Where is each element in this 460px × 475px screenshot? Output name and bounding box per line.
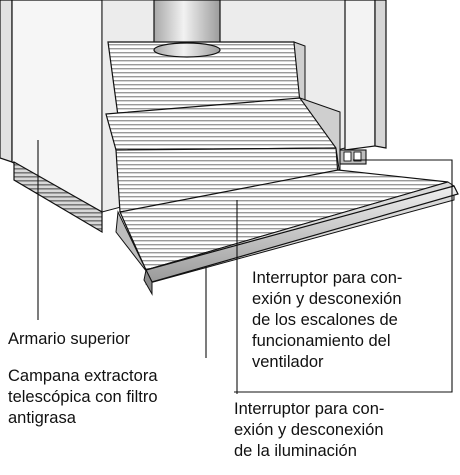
cabinet-left-side [0, 0, 103, 234]
label-line: Armario superior [8, 330, 130, 348]
label-line: Campana extractora [8, 367, 158, 385]
label-line: Interruptor para con- [234, 400, 385, 418]
label-line: de los escalones de [252, 311, 398, 329]
leader-light-switch [234, 159, 453, 393]
switch-block [339, 149, 367, 165]
label-line: antigrasa [8, 409, 76, 427]
label-light-switch: Interruptor para con- exión y desconexió… [234, 399, 384, 462]
leader-lines [37, 140, 453, 394]
label-fan-switch: Interruptor para con- exión y desconexió… [252, 268, 402, 373]
label-line: ventilador [252, 353, 324, 371]
hood-lower-step [105, 97, 341, 213]
label-upper-cabinet: Armario superior [8, 329, 130, 350]
label-line: exión y desconexión [234, 421, 384, 439]
label-line: Interruptor para con- [252, 269, 403, 287]
label-line: exión y desconexión [252, 290, 402, 308]
front-handle-bar [143, 185, 459, 296]
label-line: de la iluminación [234, 442, 357, 460]
cabinet-right-side [344, 0, 387, 151]
label-telescopic-hood: Campana extractora telescópica con filtr… [8, 366, 158, 429]
label-line: funcionamiento del [252, 332, 391, 350]
fan-switch-label-panel [243, 262, 449, 388]
hood-upper-step [107, 41, 306, 117]
label-line: telescópica con filtro [8, 388, 158, 406]
